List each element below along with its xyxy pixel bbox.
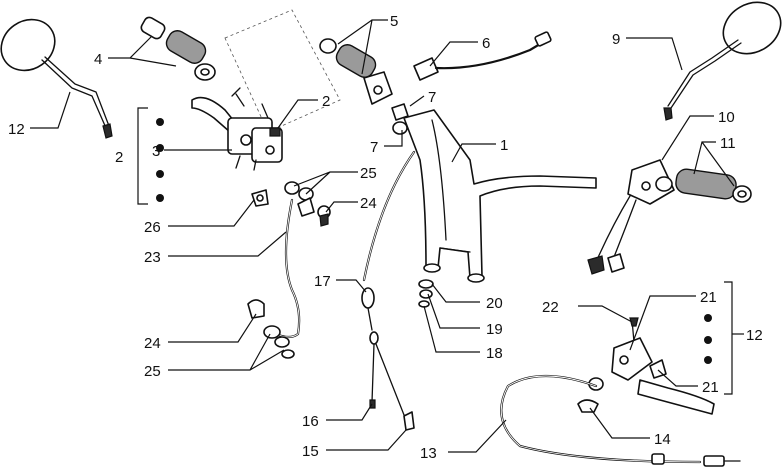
bullet-dot — [704, 336, 712, 344]
callout-20: 21 — [700, 289, 717, 306]
callout-labels: 12 9 4 5 6 7 7 2 2 3 25 24 26 23 24 25 1… — [8, 13, 763, 462]
leader-lines — [30, 19, 735, 453]
long-cable-12 — [500, 374, 741, 467]
callout-11: 12 — [746, 327, 763, 344]
callout-6: 6 — [482, 35, 490, 52]
left-brake-lever-assembly — [191, 87, 283, 171]
bullet-dot — [156, 194, 164, 202]
callout-23: 23 — [144, 249, 161, 266]
handlebar — [403, 109, 597, 283]
callout-21: 21 — [702, 379, 719, 396]
callout-3: 3 — [152, 143, 160, 160]
callout-12-lower: 14 — [654, 431, 671, 448]
callout-24-lower: 24 — [144, 335, 161, 352]
callout-13: 15 — [302, 443, 319, 460]
callout-26: 26 — [144, 219, 161, 236]
brake-hose — [274, 198, 301, 339]
bullet-dot — [156, 170, 164, 178]
switch-wiring — [587, 195, 637, 275]
left-mirror — [0, 18, 113, 139]
callout-19: 20 — [486, 295, 503, 312]
bullet-dot — [704, 314, 712, 322]
callout-17: 18 — [486, 345, 503, 362]
callout-12-left: 13 — [420, 445, 437, 462]
callout-25-lower: 25 — [144, 363, 161, 380]
callout-25-upper: 25 — [360, 165, 377, 182]
callout-2-bracket: 2 — [115, 149, 123, 166]
callout-5: 5 — [390, 13, 398, 30]
mounting-plane-outline — [224, 9, 341, 133]
right-mirror — [663, 1, 782, 121]
right-switch-housing — [627, 159, 675, 205]
fastener-stack — [418, 279, 434, 308]
callout-7-lower: 7 — [370, 139, 378, 156]
bracket-group-11 — [704, 281, 744, 395]
bullet-dot — [156, 144, 164, 152]
right-lever-assembly — [577, 317, 715, 415]
left-grip-assembly — [140, 16, 216, 81]
callout-14: 16 — [302, 413, 319, 430]
callout-1: 1 — [500, 137, 508, 154]
right-grip-10 — [675, 168, 752, 203]
callout-9: 10 — [718, 109, 735, 126]
callout-10: 11 — [720, 135, 736, 152]
callout-8: 9 — [612, 31, 620, 48]
bullet-dot — [704, 356, 712, 364]
callout-18: 19 — [486, 321, 503, 338]
right-throttle-grip — [319, 38, 393, 105]
banjo-fittings-lower — [247, 299, 295, 359]
callout-22: 22 — [542, 299, 559, 316]
callout-16: 12 — [8, 121, 25, 138]
callout-2-upper: 2 — [322, 93, 330, 110]
callout-24-upper: 24 — [360, 195, 377, 212]
bullet-dot — [156, 118, 164, 126]
callout-7-upper: 7 — [428, 89, 436, 106]
brake-cable-15 — [361, 150, 416, 431]
part-26 — [251, 189, 269, 207]
bracket-group-2 — [137, 107, 164, 205]
callout-4: 4 — [94, 51, 102, 68]
callout-15: 17 — [314, 273, 331, 290]
